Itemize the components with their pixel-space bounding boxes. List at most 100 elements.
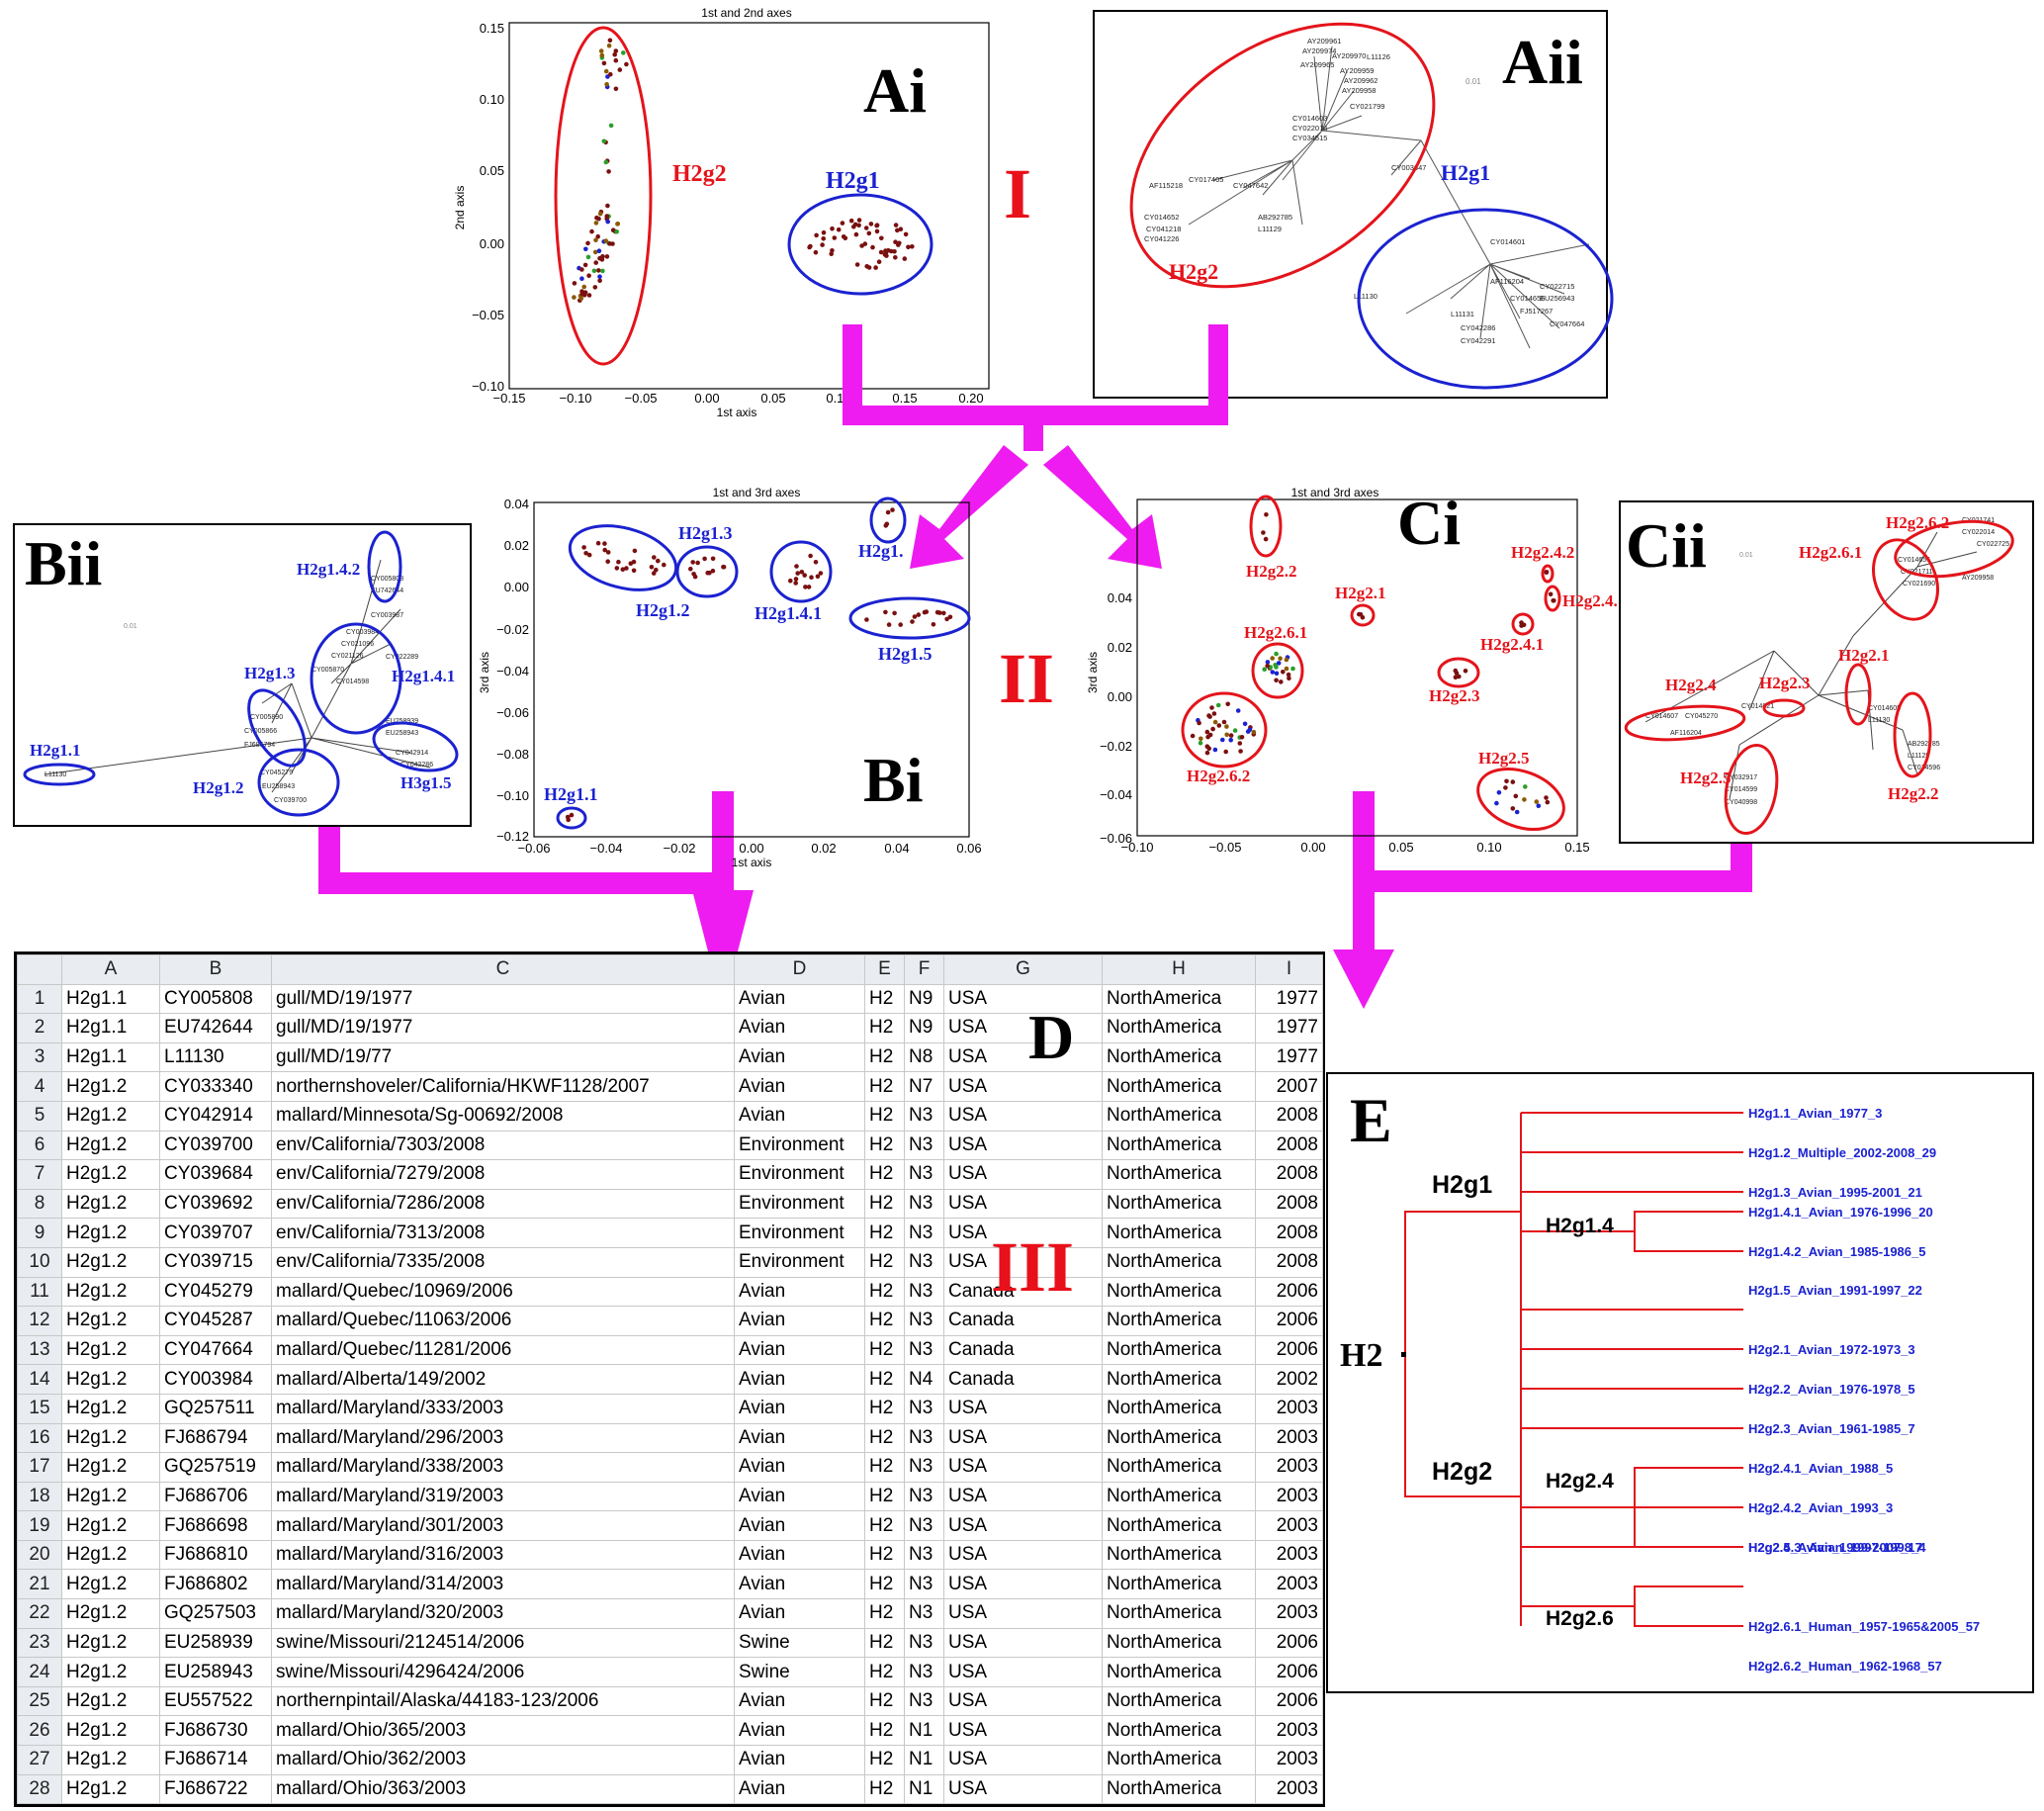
table-cell[interactable]: mallard/Maryland/320/2003: [271, 1598, 735, 1629]
table-cell[interactable]: H2: [864, 1159, 905, 1190]
table-cell[interactable]: 2006: [1255, 1276, 1323, 1308]
table-cell[interactable]: H2g1.2: [61, 1715, 160, 1747]
table-cell[interactable]: FJ686698: [159, 1510, 272, 1541]
table-cell[interactable]: env/California/7335/2008: [271, 1246, 735, 1278]
table-cell[interactable]: N3: [904, 1452, 944, 1483]
table-cell[interactable]: USA: [943, 1159, 1103, 1190]
table-cell[interactable]: H2: [864, 1364, 905, 1395]
table-cell[interactable]: H2: [864, 1452, 905, 1483]
table-cell[interactable]: H2g1.2: [61, 1539, 160, 1571]
table-cell[interactable]: H2g1.2: [61, 1159, 160, 1190]
table-cell[interactable]: Environment: [734, 1130, 865, 1161]
table-cell[interactable]: USA: [943, 1773, 1103, 1805]
table-cell[interactable]: Avian: [734, 1041, 865, 1073]
table-cell[interactable]: NorthAmerica: [1102, 1218, 1256, 1248]
table-cell[interactable]: CY045279: [159, 1276, 272, 1308]
table-cell[interactable]: USA: [943, 1041, 1103, 1073]
table-cell[interactable]: H2g1.2: [61, 1218, 160, 1248]
table-cell[interactable]: mallard/Maryland/338/2003: [271, 1452, 735, 1483]
row-number[interactable]: 16: [17, 1422, 62, 1454]
table-cell[interactable]: 2003: [1255, 1539, 1323, 1571]
table-cell[interactable]: Canada: [943, 1334, 1103, 1366]
table-cell[interactable]: 2008: [1255, 1159, 1323, 1190]
table-cell[interactable]: N3: [904, 1569, 944, 1600]
column-header[interactable]: C: [271, 954, 735, 985]
table-cell[interactable]: USA: [943, 1130, 1103, 1161]
table-cell[interactable]: 1977: [1255, 983, 1323, 1015]
column-header[interactable]: B: [159, 954, 272, 985]
row-number[interactable]: 2: [17, 1013, 62, 1043]
table-cell[interactable]: NorthAmerica: [1102, 1598, 1256, 1629]
table-cell[interactable]: USA: [943, 1452, 1103, 1483]
table-cell[interactable]: Avian: [734, 1715, 865, 1747]
table-cell[interactable]: NorthAmerica: [1102, 1627, 1256, 1659]
table-cell[interactable]: FJ686730: [159, 1715, 272, 1747]
table-cell[interactable]: Avian: [734, 1013, 865, 1043]
table-cell[interactable]: NorthAmerica: [1102, 1657, 1256, 1687]
table-cell[interactable]: H2g1.2: [61, 1773, 160, 1805]
table-cell[interactable]: CY042914: [159, 1100, 272, 1132]
table-cell[interactable]: H2: [864, 1393, 905, 1424]
table-cell[interactable]: EU258943: [159, 1657, 272, 1687]
column-header[interactable]: A: [61, 954, 160, 985]
table-cell[interactable]: NorthAmerica: [1102, 1685, 1256, 1717]
table-cell[interactable]: H2g1.2: [61, 1071, 160, 1102]
table-cell[interactable]: H2: [864, 1246, 905, 1278]
table-cell[interactable]: H2g1.1: [61, 1013, 160, 1043]
table-cell[interactable]: FJ686794: [159, 1422, 272, 1454]
table-cell[interactable]: Canada: [943, 1364, 1103, 1395]
table-cell[interactable]: H2g1.1: [61, 1041, 160, 1073]
table-cell[interactable]: Avian: [734, 1276, 865, 1308]
row-number[interactable]: 3: [17, 1041, 62, 1073]
row-number[interactable]: 28: [17, 1773, 62, 1805]
table-cell[interactable]: Avian: [734, 1569, 865, 1600]
table-cell[interactable]: CY047664: [159, 1334, 272, 1366]
row-number[interactable]: 26: [17, 1715, 62, 1747]
table-cell[interactable]: Avian: [734, 1100, 865, 1132]
table-cell[interactable]: 2003: [1255, 1773, 1323, 1805]
row-number[interactable]: 19: [17, 1510, 62, 1541]
table-cell[interactable]: NorthAmerica: [1102, 983, 1256, 1015]
table-cell[interactable]: N8: [904, 1041, 944, 1073]
table-cell[interactable]: Environment: [734, 1246, 865, 1278]
table-cell[interactable]: H2: [864, 1306, 905, 1336]
table-cell[interactable]: Avian: [734, 1510, 865, 1541]
table-cell[interactable]: H2: [864, 1539, 905, 1571]
row-number[interactable]: 25: [17, 1685, 62, 1717]
table-cell[interactable]: L11130: [159, 1041, 272, 1073]
table-cell[interactable]: N3: [904, 1130, 944, 1161]
table-cell[interactable]: USA: [943, 1188, 1103, 1220]
table-cell[interactable]: Avian: [734, 1481, 865, 1512]
table-cell[interactable]: NorthAmerica: [1102, 1188, 1256, 1220]
column-header[interactable]: F: [904, 954, 944, 985]
table-cell[interactable]: N3: [904, 1100, 944, 1132]
table-cell[interactable]: CY039715: [159, 1246, 272, 1278]
table-cell[interactable]: USA: [943, 1627, 1103, 1659]
table-cell[interactable]: H2g1.2: [61, 1627, 160, 1659]
table-cell[interactable]: H2g1.2: [61, 1745, 160, 1775]
table-cell[interactable]: USA: [943, 1422, 1103, 1454]
table-cell[interactable]: mallard/Ohio/362/2003: [271, 1745, 735, 1775]
table-cell[interactable]: FJ686714: [159, 1745, 272, 1775]
table-cell[interactable]: N3: [904, 1276, 944, 1308]
table-cell[interactable]: N3: [904, 1218, 944, 1248]
table-cell[interactable]: N1: [904, 1745, 944, 1775]
table-cell[interactable]: FJ686722: [159, 1773, 272, 1805]
table-cell[interactable]: N3: [904, 1334, 944, 1366]
table-cell[interactable]: gull/MD/19/77: [271, 1041, 735, 1073]
table-cell[interactable]: 2006: [1255, 1334, 1323, 1366]
table-cell[interactable]: H2: [864, 1041, 905, 1073]
table-cell[interactable]: H2: [864, 1481, 905, 1512]
table-cell[interactable]: northernpintail/Alaska/44183-123/2006: [271, 1685, 735, 1717]
table-cell[interactable]: Avian: [734, 1071, 865, 1102]
table-cell[interactable]: USA: [943, 1715, 1103, 1747]
table-cell[interactable]: northernshoveler/California/HKWF1128/200…: [271, 1071, 735, 1102]
row-number[interactable]: 6: [17, 1130, 62, 1161]
table-cell[interactable]: FJ686810: [159, 1539, 272, 1571]
table-cell[interactable]: N3: [904, 1422, 944, 1454]
table-cell[interactable]: FJ686706: [159, 1481, 272, 1512]
table-cell[interactable]: GQ257511: [159, 1393, 272, 1424]
table-cell[interactable]: H2g1.2: [61, 1510, 160, 1541]
table-cell[interactable]: 2007: [1255, 1071, 1323, 1102]
table-cell[interactable]: EU258939: [159, 1627, 272, 1659]
